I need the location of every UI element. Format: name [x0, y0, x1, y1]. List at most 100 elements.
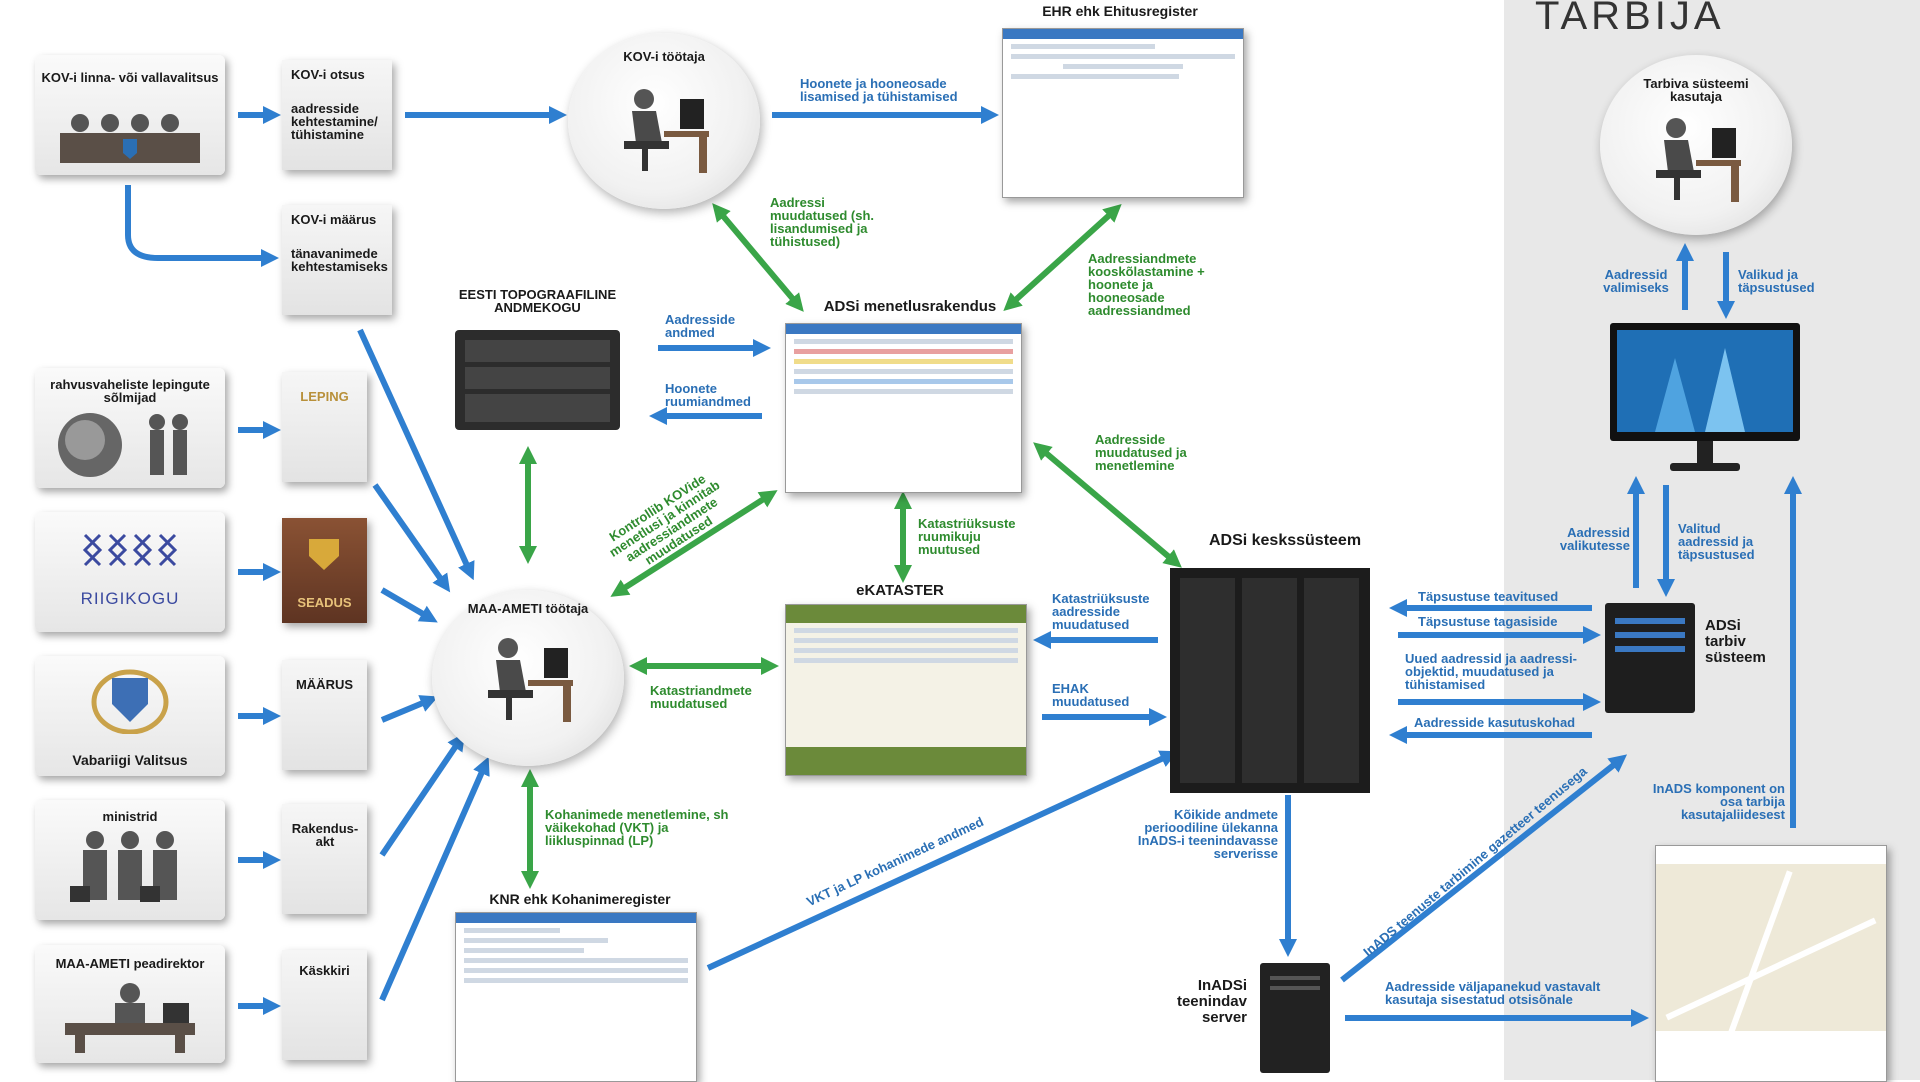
arrow-treaty-to-worker	[372, 483, 451, 593]
flow-topo-addr: Aadresside andmed	[665, 312, 736, 340]
maa-amet-worker-circle: MAA-AMETI töötaja	[432, 590, 624, 766]
adsi-app-screenshot	[785, 323, 1022, 493]
regulation-doc: MÄÄRUS	[282, 660, 367, 770]
flow-topo-rooms: Hoonete ruumiandmed	[665, 381, 751, 409]
ehr-screenshot	[1002, 28, 1244, 198]
adsi-consumer-title: ADSi tarbiv süsteem	[1705, 617, 1766, 666]
coat-of-arms-icon	[309, 539, 339, 570]
parliament-label: RIIGIKOGU	[80, 589, 180, 608]
ministers-card: ministrid	[35, 800, 225, 920]
topo-server-rack-icon	[455, 330, 620, 430]
flow-clarify-return: Täpsustuse tagasiside	[1418, 614, 1558, 629]
arrow-worker-adsi	[610, 490, 778, 597]
inads-server-title: InADSi teenindav server	[1176, 977, 1247, 1026]
worker-at-desk-icon	[1656, 118, 1741, 202]
kov-decision-text: aadresside kehtestamine/ tühistamine	[291, 101, 378, 142]
worker-at-desk-icon	[624, 89, 709, 173]
arrow-adsi-kov	[712, 203, 804, 312]
arrow-act-to-worker	[379, 732, 466, 857]
council-icon	[60, 114, 200, 163]
knr-title: KNR ehk Kohanimeregister	[489, 891, 671, 907]
treaty-parties-card: rahvusvaheliste lepingute sõlmijad	[35, 368, 225, 488]
arrow-directive-to-worker	[379, 756, 490, 1002]
flow-addr-changes: Aadresside muudatused ja menetlemine	[1095, 432, 1187, 473]
director-card: MAA-AMETI peadirektor	[35, 945, 225, 1063]
kov-regulation-text: tänavanimede kehtestamiseks	[291, 246, 388, 274]
kov-regulation-title: KOV-i määrus	[291, 212, 377, 227]
directive-doc: Käskkiri	[282, 950, 367, 1060]
law-doc-label: SEADUS	[297, 595, 352, 610]
flow-selected: Valitud aadressid ja täpsustused	[1678, 521, 1755, 562]
kov-decision-title: KOV-i otsus	[291, 67, 365, 82]
flow-kov-to-ehr: Hoonete ja hooneosade lisamised ja tühis…	[800, 76, 958, 104]
government-card: Vabariigi Valitsus	[35, 656, 225, 776]
adsi-central-server-icon	[1170, 568, 1370, 793]
adsi-consumer-server-icon	[1605, 603, 1695, 713]
treaty-parties-label: rahvusvaheliste lepingute sõlmijad	[50, 377, 210, 405]
inads-map-screenshot	[1655, 845, 1887, 1082]
flow-search-output: Aadresside väljapanekud vastavalt kasuta…	[1385, 979, 1601, 1007]
treaty-doc: LEPING	[282, 372, 367, 482]
state-emblem-icon	[91, 669, 169, 734]
topo-title: EESTI TOPOGRAAFILINE ANDMEKOGU	[458, 287, 617, 315]
flow-ehak: EHAK muudatused	[1052, 681, 1130, 709]
flow-ehr-coord: Aadressiandmete kooskõlastamine + hoonet…	[1088, 251, 1205, 318]
consumer-title: TARBIJA	[1535, 0, 1725, 38]
arrow-regulation-to-worker	[357, 328, 475, 581]
flow-clarify-notice: Täpsustuse teavitused	[1418, 589, 1559, 604]
arrow-adsi-ehr	[1003, 203, 1122, 312]
flow-addr-select: Aadressid valimiseks	[1603, 267, 1669, 295]
law-book: SEADUS	[282, 518, 367, 623]
maa-amet-worker-label: MAA-AMETI töötaja	[467, 601, 589, 616]
flow-choices: Valikud ja täpsustused	[1738, 267, 1815, 295]
arrow-kov-to-regulation	[125, 185, 279, 267]
implementing-act-doc: Rakendus-akt	[282, 804, 367, 914]
adsi-app-title: ADSi menetlusrakendus	[823, 298, 997, 315]
director-desk-icon	[65, 983, 195, 1053]
flow-periodic: Kõikide andmete perioodiline ülekanna In…	[1137, 807, 1278, 861]
parliament-card: RIIGIKOGU	[35, 512, 225, 632]
directive-doc-label: Käskkiri	[299, 963, 350, 978]
ekataster-title: eKATASTER	[856, 582, 944, 599]
consumer-monitor-icon	[1610, 323, 1800, 471]
worker-at-desk-icon	[488, 638, 573, 722]
arrow-adsi-central	[1033, 442, 1182, 568]
ekataster-screenshot	[785, 604, 1027, 776]
director-label: MAA-AMETI peadirektor	[55, 956, 205, 971]
kov-government-card: KOV-i linna- või vallavalitsus	[35, 55, 225, 175]
arrow-law-to-worker	[380, 587, 438, 623]
implementing-act-label: Rakendus-akt	[291, 821, 359, 849]
flow-usage-places: Aadresside kasutuskohad	[1414, 715, 1576, 730]
ministers-label: ministrid	[102, 809, 158, 824]
flow-cadastre-addr: Katastriüksuste aadresside muudatused	[1052, 591, 1150, 632]
kov-worker-label: KOV-i töötaja	[623, 49, 705, 64]
kov-decision-doc: KOV-i otsus aadresside kehtestamine/ tüh…	[282, 60, 392, 170]
flow-place-names: Kohanimede menetlemine, sh väikekohad (V…	[545, 807, 729, 848]
flow-adsi-to-kov: Aadressi muudatused (sh. lisandumised ja…	[770, 195, 875, 249]
inads-server-icon	[1260, 963, 1330, 1073]
flow-inads-component: InADS komponent on osa tarbija kasutajal…	[1652, 781, 1785, 822]
globe-handshake-icon	[58, 413, 188, 477]
ministers-icon	[70, 831, 177, 902]
arrow-decree-to-worker	[380, 695, 439, 723]
government-label: Vabariigi Valitsus	[72, 752, 188, 768]
ehr-title: EHR ehk Ehitusregister	[1042, 3, 1198, 19]
kov-regulation-doc: KOV-i määrus tänavanimede kehtestamiseks	[282, 205, 392, 315]
flow-cadastre-shape: Katastriüksuste ruumikuju muutused	[918, 516, 1016, 557]
flow-new-addresses: Uued aadressid ja aadressi-objektid, muu…	[1405, 651, 1577, 692]
consumer-user-label: Tarbiva süsteemi kasutaja	[1643, 76, 1749, 104]
knr-screenshot	[455, 912, 697, 1082]
kov-government-label: KOV-i linna- või vallavalitsus	[41, 70, 219, 85]
kov-worker-circle: KOV-i töötaja	[568, 33, 760, 209]
regulation-doc-label: MÄÄRUS	[295, 677, 354, 692]
arrow-vkt-lp	[706, 750, 1179, 971]
consumer-user-circle: Tarbiva süsteemi kasutaja	[1600, 55, 1792, 235]
flow-addr-choice: Aadressid valikutesse	[1559, 525, 1630, 553]
adsi-central-title: ADSi keskssüsteem	[1208, 532, 1362, 549]
flow-cadastre-data: Katastriandmete muudatused	[650, 683, 752, 711]
treaty-doc-label: LEPING	[300, 389, 349, 404]
parliament-logo-icon	[82, 533, 178, 567]
arrow-gazetteer	[1340, 754, 1628, 983]
